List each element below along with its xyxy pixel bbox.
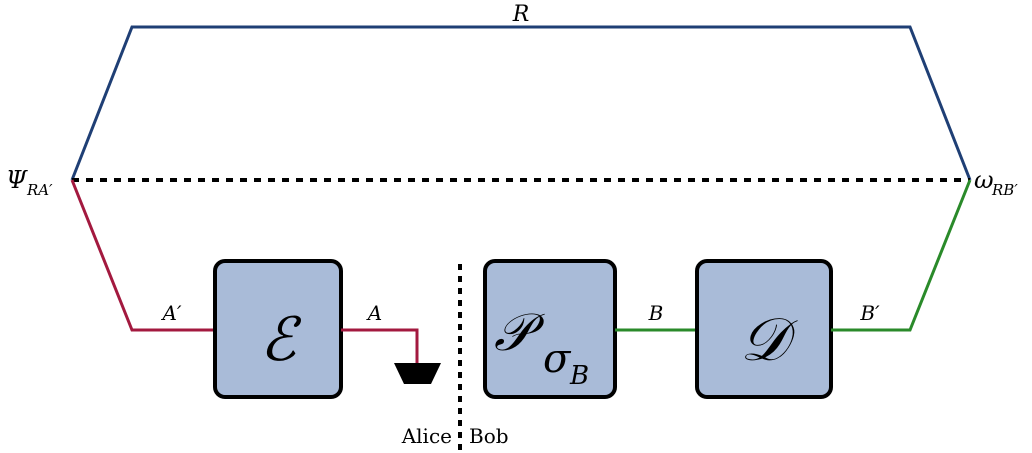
label-wire-a-prime: A′	[161, 301, 182, 325]
wire-b-prime	[831, 179, 972, 332]
label-output-state: ω	[974, 166, 994, 194]
encoder-symbol: ℰ	[260, 305, 302, 375]
label-bob: Bob	[469, 424, 509, 448]
label-wire-b: B	[648, 301, 664, 325]
label-reference-wire: R	[512, 2, 530, 27]
label-input-state-subscript: RA′	[26, 181, 53, 199]
label-input-state: Ψ	[6, 166, 28, 194]
pinching-subscript: σ	[543, 336, 572, 382]
label-alice: Alice	[401, 424, 452, 448]
reference-wire	[70, 25, 972, 181]
wire-a-prime	[70, 179, 215, 332]
label-wire-b-prime: B′	[859, 301, 880, 325]
wire-a	[341, 328, 419, 364]
pinching-subsubscript: B	[569, 361, 589, 391]
label-output-state-subscript: RB′	[991, 181, 1018, 199]
discard-symbol	[394, 363, 441, 384]
label-wire-a: A	[366, 301, 382, 325]
